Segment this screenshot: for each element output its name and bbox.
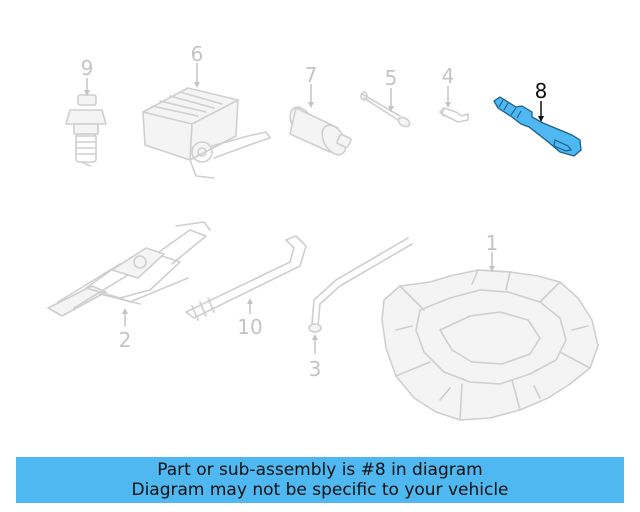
banner-line-disclaimer: Diagram may not be specific to your vehi… — [131, 480, 509, 500]
part-1-illustration — [381, 269, 599, 421]
callout-1: 1 — [485, 231, 499, 255]
leader-lines — [84, 63, 544, 354]
part-9-illustration — [65, 94, 107, 167]
info-banner: Part or sub-assembly is #8 in diagram Di… — [16, 457, 624, 503]
callout-10: 10 — [237, 315, 263, 339]
callout-3: 3 — [308, 357, 322, 381]
callout-2: 2 — [118, 328, 132, 352]
callout-8[interactable]: 8 — [534, 79, 548, 103]
exploded-parts-diagram — [47, 63, 599, 421]
part-10-illustration — [185, 235, 307, 321]
callout-5: 5 — [384, 66, 398, 90]
part-7-illustration — [289, 106, 352, 156]
callout-7: 7 — [304, 63, 318, 87]
part-5-illustration — [360, 91, 411, 128]
part-4-illustration — [439, 107, 469, 123]
callout-9: 9 — [80, 56, 94, 80]
callout-6: 6 — [190, 42, 204, 66]
part-3-illustration — [308, 237, 413, 333]
part-8-illustration — [493, 96, 582, 157]
banner-line-part: Part or sub-assembly is #8 in diagram — [157, 460, 483, 480]
part-6-illustration — [142, 87, 271, 179]
callout-4: 4 — [441, 64, 455, 88]
part-2-illustration — [47, 221, 211, 317]
